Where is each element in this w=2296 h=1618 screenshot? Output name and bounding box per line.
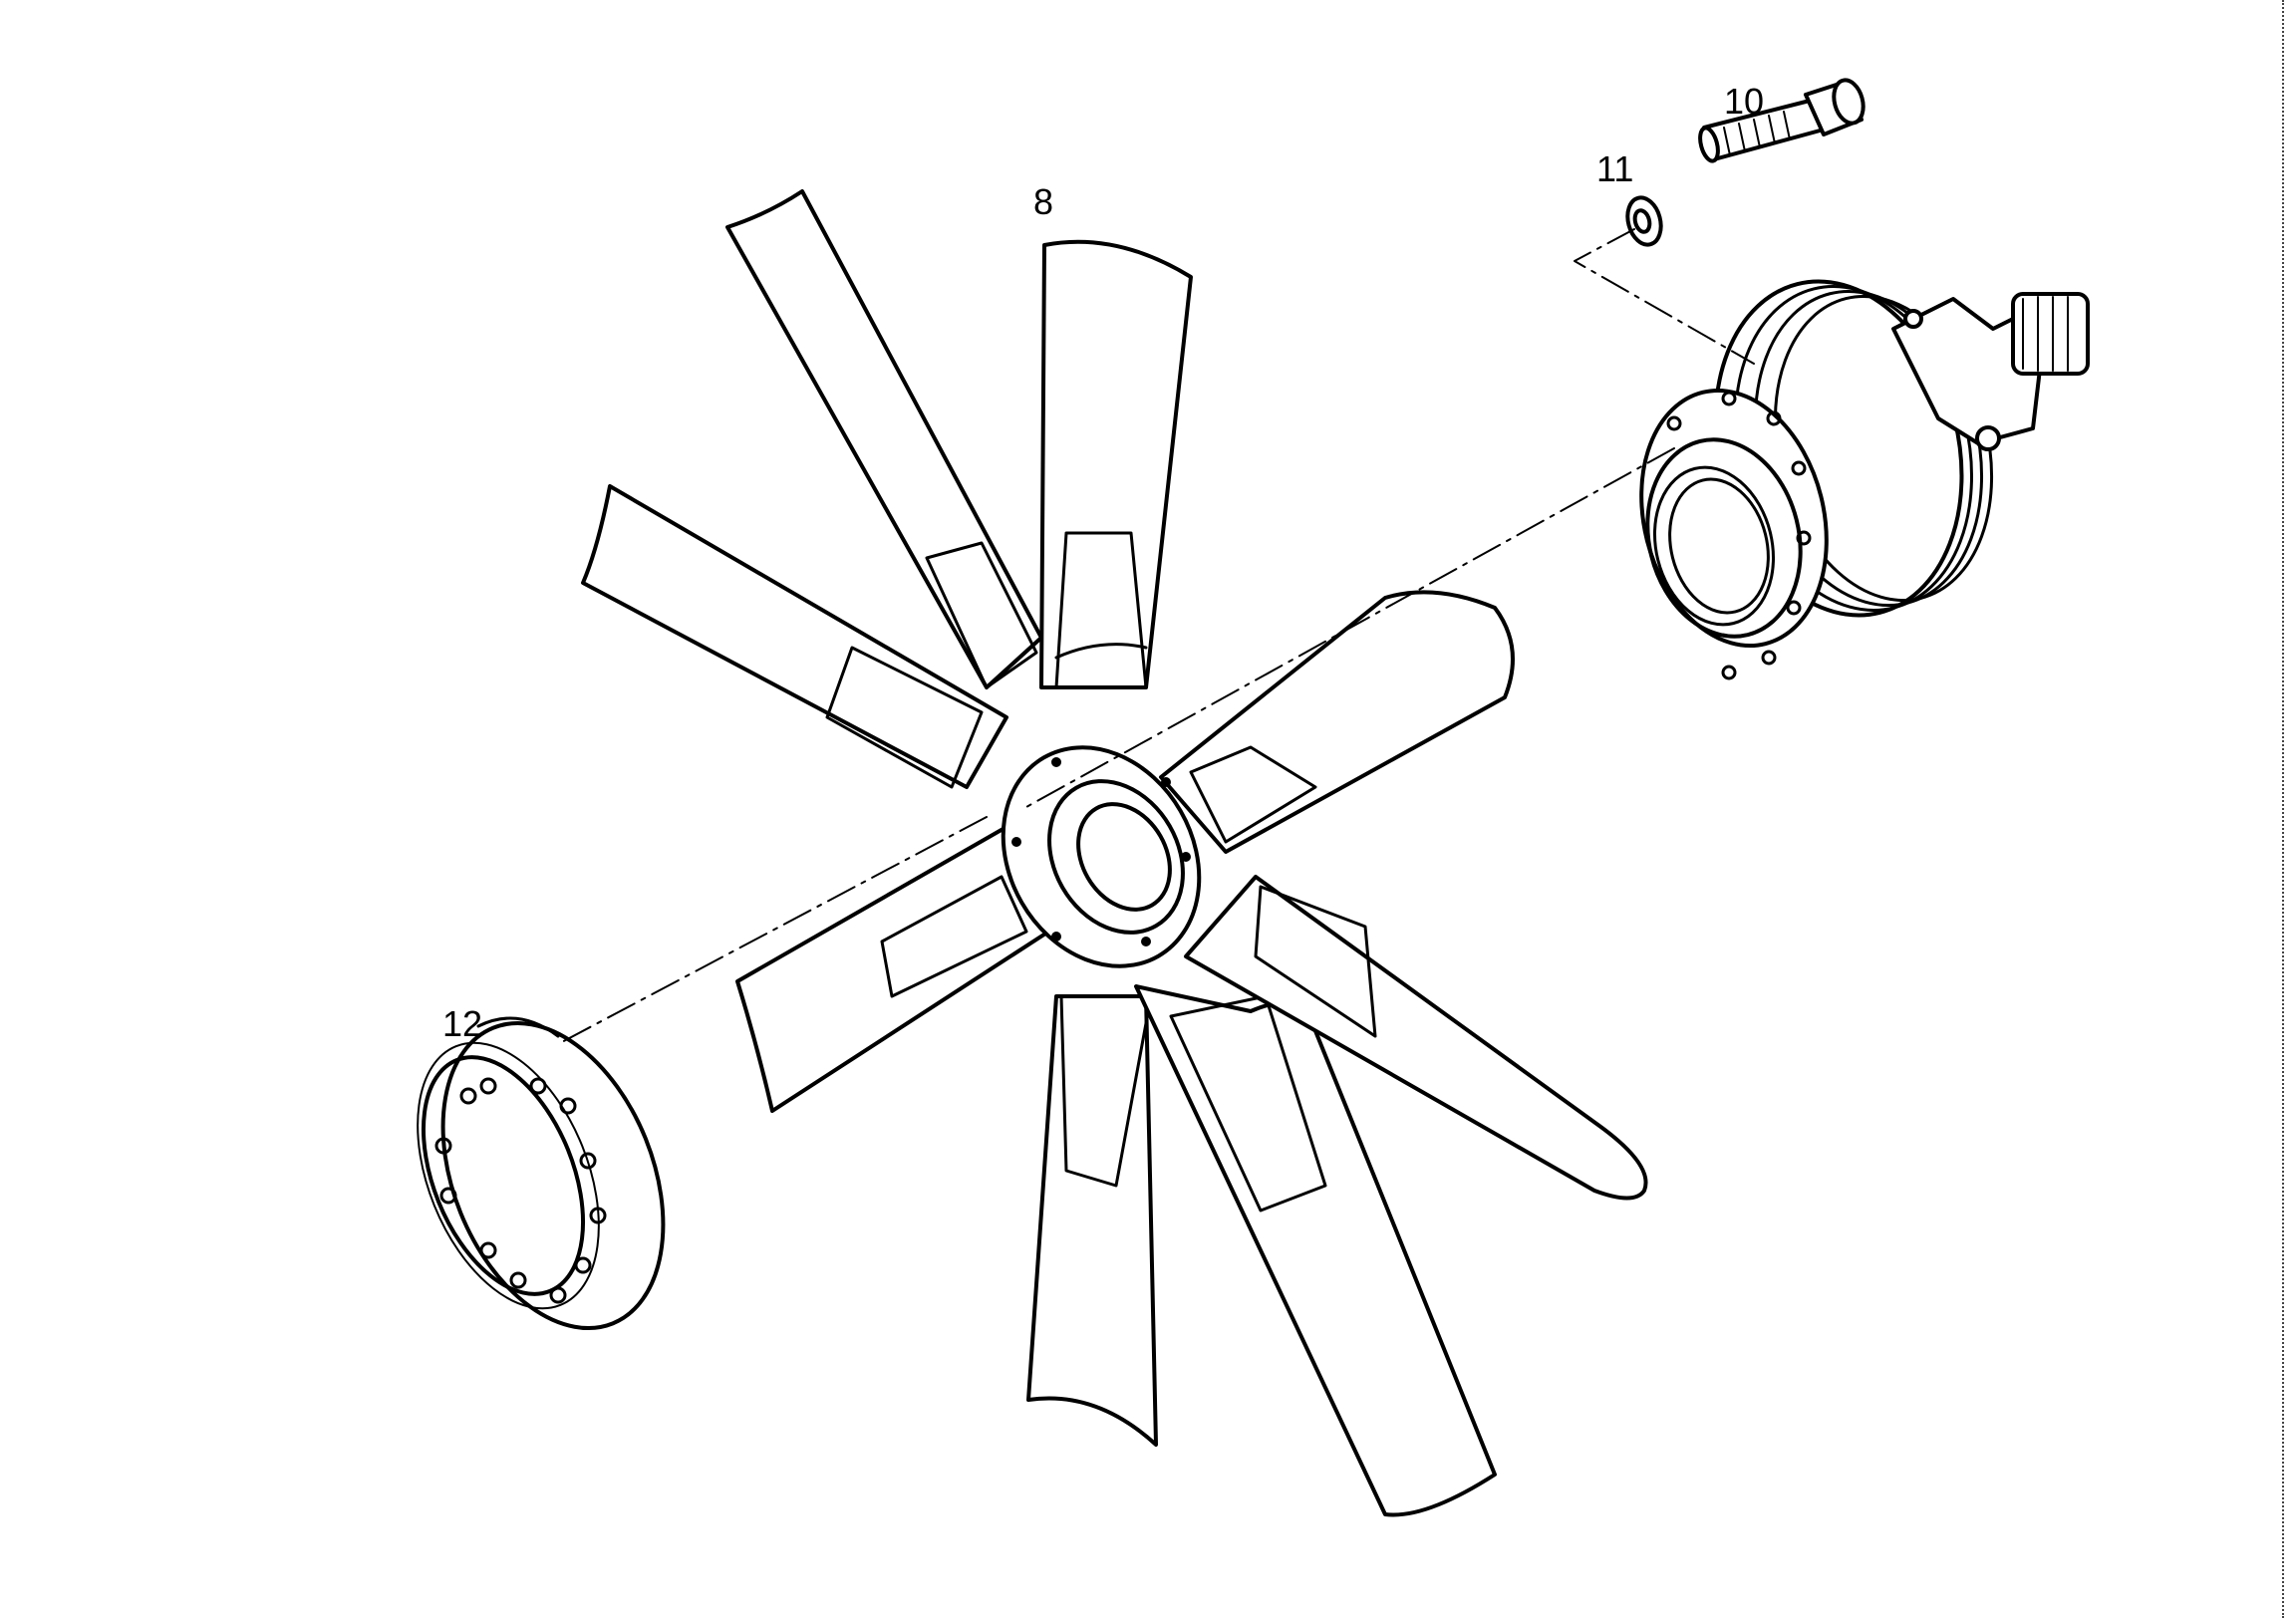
fan-blade [1039, 239, 1193, 689]
washer [1625, 195, 1663, 247]
bolt [1698, 78, 1866, 163]
callout-fan: 8 [1033, 181, 1054, 222]
callout-washer: 11 [1596, 148, 1634, 189]
callout-bolt: 10 [1724, 81, 1765, 122]
fan-blade [735, 825, 1058, 1113]
viscous-clutch-unit [1639, 279, 2090, 680]
fan-blade [1026, 994, 1158, 1447]
page-edge-line [2282, 0, 2284, 1618]
assembly-axis-lines [557, 228, 1755, 1045]
fan-blade [725, 189, 1043, 689]
fan-assembly [581, 189, 1648, 1517]
spacer-ring [417, 1016, 666, 1331]
fan-blade [1184, 875, 1648, 1201]
fan-hub [1001, 745, 1202, 968]
fan-blade [1159, 590, 1515, 854]
fan-blade [581, 484, 1008, 789]
callout-spacer-ring: 12 [442, 1003, 483, 1044]
